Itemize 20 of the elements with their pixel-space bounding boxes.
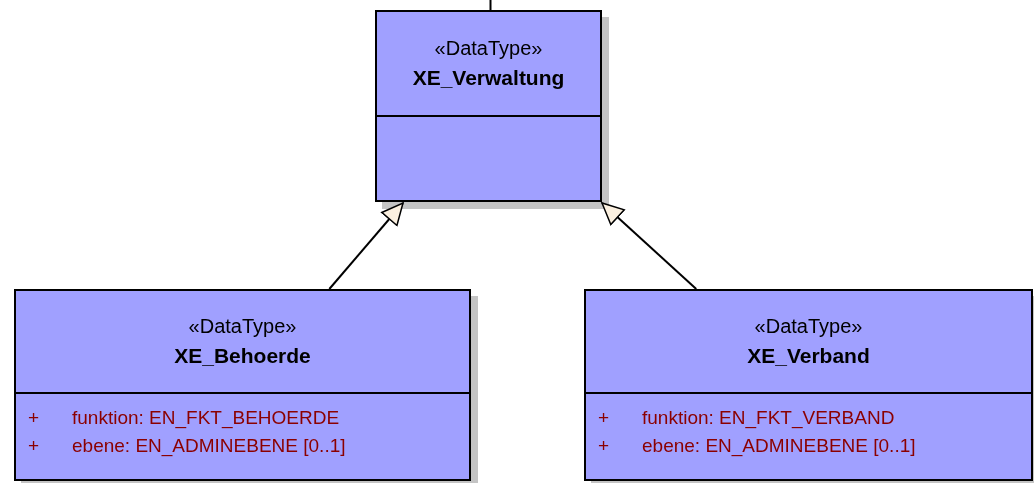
visibility-marker: + — [598, 433, 611, 458]
attribute-text: ebene: EN_ADMINEBENE [0..1] — [642, 433, 916, 458]
class-name: XE_Behoerde — [174, 342, 311, 369]
visibility-marker: + — [598, 406, 611, 430]
visibility-marker: + — [28, 406, 41, 430]
visibility-marker: + — [28, 433, 41, 458]
class-box — [375, 10, 602, 202]
stereotype-text: «DataType» — [754, 313, 863, 339]
class-name: XE_Verwaltung — [412, 64, 565, 91]
class-name: XE_Verband — [747, 342, 870, 369]
attribute-text: funktion: EN_FKT_VERBAND — [642, 406, 895, 430]
attribute-text: funktion: EN_FKT_BEHOERDE — [72, 406, 340, 430]
connector-line — [328, 202, 404, 290]
connector-line — [489, 0, 492, 11]
attribute-text: ebene: EN_ADMINEBENE [0..1] — [72, 433, 346, 458]
connector-line — [601, 202, 698, 290]
stereotype-text: «DataType» — [188, 313, 297, 339]
class-box — [14, 289, 471, 481]
stereotype-text: «DataType» — [434, 35, 543, 61]
class-box — [584, 289, 1033, 481]
